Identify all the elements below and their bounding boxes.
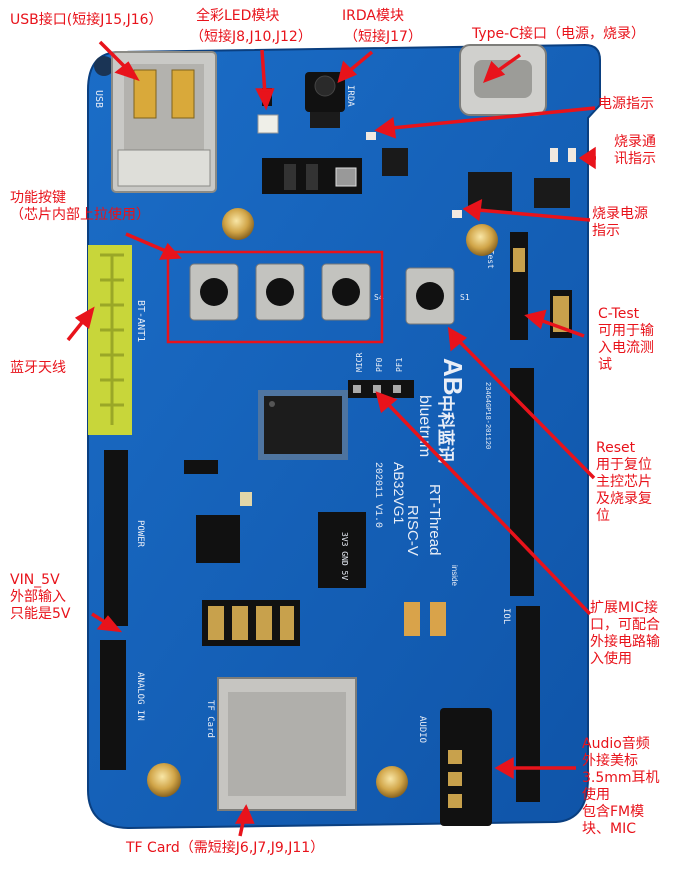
model-name: AB32VG1: [391, 462, 407, 524]
screw-bottom-right: [376, 766, 408, 798]
annotation-irda-title: IRDA模块: [342, 8, 404, 24]
ldo-chip: [382, 148, 408, 176]
silk-3v3: 3V3 GND 5V: [340, 532, 349, 580]
silk-pf0: PF0: [375, 357, 384, 372]
silk-s4: S4: [374, 293, 384, 302]
ab-logo: AB: [438, 358, 468, 396]
annotation-reset: Reset 用于复位 主控芯片 及烧录复 位: [596, 440, 652, 524]
tf-card-slot: [217, 677, 357, 811]
annotation-burn-power: 烧录电源 指示: [592, 206, 648, 239]
silk-audio: AUDIO: [417, 716, 427, 743]
mcu-chip: [258, 390, 348, 460]
riscv-logo: RISC-V: [404, 505, 421, 556]
annotation-power-indicator: 电源指示: [598, 96, 654, 112]
annotation-ext-mic: 扩展MIC接 口，可配合 外接电路输 入使用: [590, 600, 660, 667]
irda-receiver: [305, 72, 345, 128]
jumper-headers: [262, 158, 362, 194]
screw-top-right: [466, 224, 498, 256]
usb-port: [111, 51, 217, 193]
annotation-arrows: [66, 40, 596, 837]
screw-bottom-left: [147, 763, 181, 797]
inside-text: inside: [450, 565, 459, 586]
power-header: [100, 450, 128, 770]
silk-ctest: C-Test: [486, 240, 495, 269]
burn-power-led: [452, 210, 462, 218]
screw-top-left: [222, 208, 254, 240]
annotation-ctest: C-Test 可用于输 入电流测 试: [598, 306, 654, 373]
audio-jack: [440, 708, 492, 826]
silk-bt-ant: BT-ANT1: [135, 300, 146, 342]
silk-irda: IRDA: [345, 85, 355, 107]
annotation-rgb-led-title: 全彩LED模块: [196, 8, 280, 24]
silk-s1: S1: [460, 293, 470, 302]
board-branding: AB 中科蓝讯 bluetrum AB32VG1 202011 V1.0 RT-…: [372, 358, 491, 586]
silk-usb: USB: [93, 90, 104, 108]
rgb-led: [257, 114, 279, 134]
annotation-vin5v: VIN_5V 外部输入 只能是5V: [10, 572, 71, 622]
rx-led: [568, 148, 576, 162]
silk-tf: TF Card: [205, 700, 215, 738]
buttons-highlight-box: [166, 250, 384, 344]
function-buttons: [189, 263, 455, 325]
mic-header: [348, 380, 414, 398]
annotation-func-keys: 功能按键 （芯片内部上拉使用）: [10, 190, 150, 223]
capacitor-2: [430, 602, 446, 636]
annotation-bt-antenna: 蓝牙天线: [10, 360, 66, 376]
annotation-tf-card: TF Card（需短接J6,J7,J9,J11）: [126, 840, 325, 856]
serial-text: 23464GP18-201120: [483, 382, 491, 449]
silk-power: POWER: [135, 520, 145, 548]
silk-iol: IOL: [501, 608, 511, 624]
annotation-burn-comm: 烧录通 讯指示: [614, 134, 656, 167]
annotation-usb: USB接口(短接J15,J16）: [10, 12, 163, 28]
power-led: [366, 132, 376, 140]
tf-jumpers: [202, 600, 300, 646]
capacitor-1: [404, 602, 420, 636]
bt-antenna: [88, 245, 132, 435]
brand-en: bluetrum: [416, 395, 433, 457]
silk-mic: MICR: [355, 353, 364, 372]
rtt-logo: RT-Thread: [426, 484, 443, 555]
annotation-rgb-led-jumpers: （短接J8,J10,J12）: [190, 29, 312, 45]
reg-chip: [534, 178, 570, 208]
annotation-typec: Type-C接口（电源，烧录）: [472, 26, 645, 42]
typec-port: [459, 44, 547, 116]
middle-jumpers: [184, 460, 366, 588]
tx-led: [550, 148, 558, 162]
annotation-irda-jumper: （短接J17）: [344, 29, 422, 45]
silk-pf1: PF1: [395, 357, 404, 372]
silk-analog: ANALOG IN: [135, 672, 145, 721]
model-date: 202011 V1.0: [372, 462, 383, 528]
annotation-audio: Audio音频 外接美标 3.5mm耳机 使用 包含FM模 块、MIC: [582, 736, 660, 837]
brand-cn: 中科蓝讯: [435, 395, 456, 463]
